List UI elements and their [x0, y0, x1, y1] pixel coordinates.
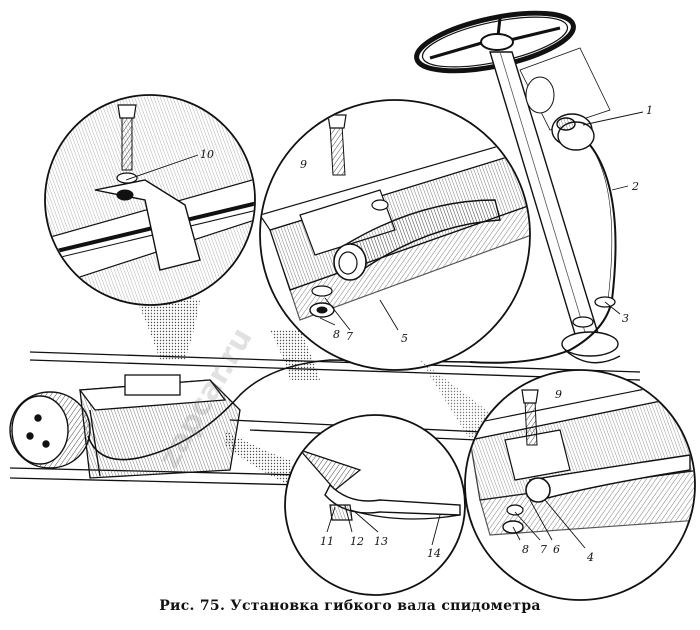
detail-view-steering-clip — [420, 360, 696, 601]
callout-9-steering: 9 — [555, 388, 562, 401]
flexible-shaft — [469, 144, 617, 364]
speedometer — [551, 113, 595, 151]
callout-4: 4 — [586, 551, 594, 564]
callout-2: 2 — [631, 180, 639, 193]
callout-13: 13 — [374, 535, 388, 548]
brake-drum — [9, 391, 91, 469]
callout-14: 14 — [427, 547, 441, 560]
callout-7-frame: 7 — [346, 330, 353, 343]
detail-view-frame-clip — [259, 99, 531, 380]
detail-view-bracket — [44, 94, 256, 360]
steering-column — [489, 51, 621, 364]
callout-labels: 1 2 3 4 5 6 7 7 8 8 9 9 10 11 12 13 14 — [200, 104, 653, 564]
callout-7-steering: 7 — [540, 543, 547, 556]
callout-8-frame: 8 — [333, 328, 340, 341]
callout-3: 3 — [622, 312, 629, 325]
leader-lines — [125, 111, 644, 549]
instrument-panel — [519, 47, 611, 131]
column-clamp — [572, 296, 616, 328]
callout-11: 11 — [320, 535, 334, 548]
figure-caption: Рис. 75. Установка гибкого вала спидомет… — [159, 598, 541, 614]
transmission-housing — [78, 374, 241, 479]
chassis-frame — [9, 351, 661, 489]
callout-8-steering: 8 — [522, 543, 529, 556]
steering-wheel — [414, 10, 576, 74]
callout-6: 6 — [553, 543, 560, 556]
callout-9-frame: 9 — [300, 158, 307, 171]
detail-view-cable-end — [225, 414, 466, 596]
callout-1: 1 — [646, 104, 653, 117]
callout-12: 12 — [350, 535, 364, 548]
callout-10: 10 — [200, 148, 214, 161]
callout-5: 5 — [401, 332, 408, 345]
